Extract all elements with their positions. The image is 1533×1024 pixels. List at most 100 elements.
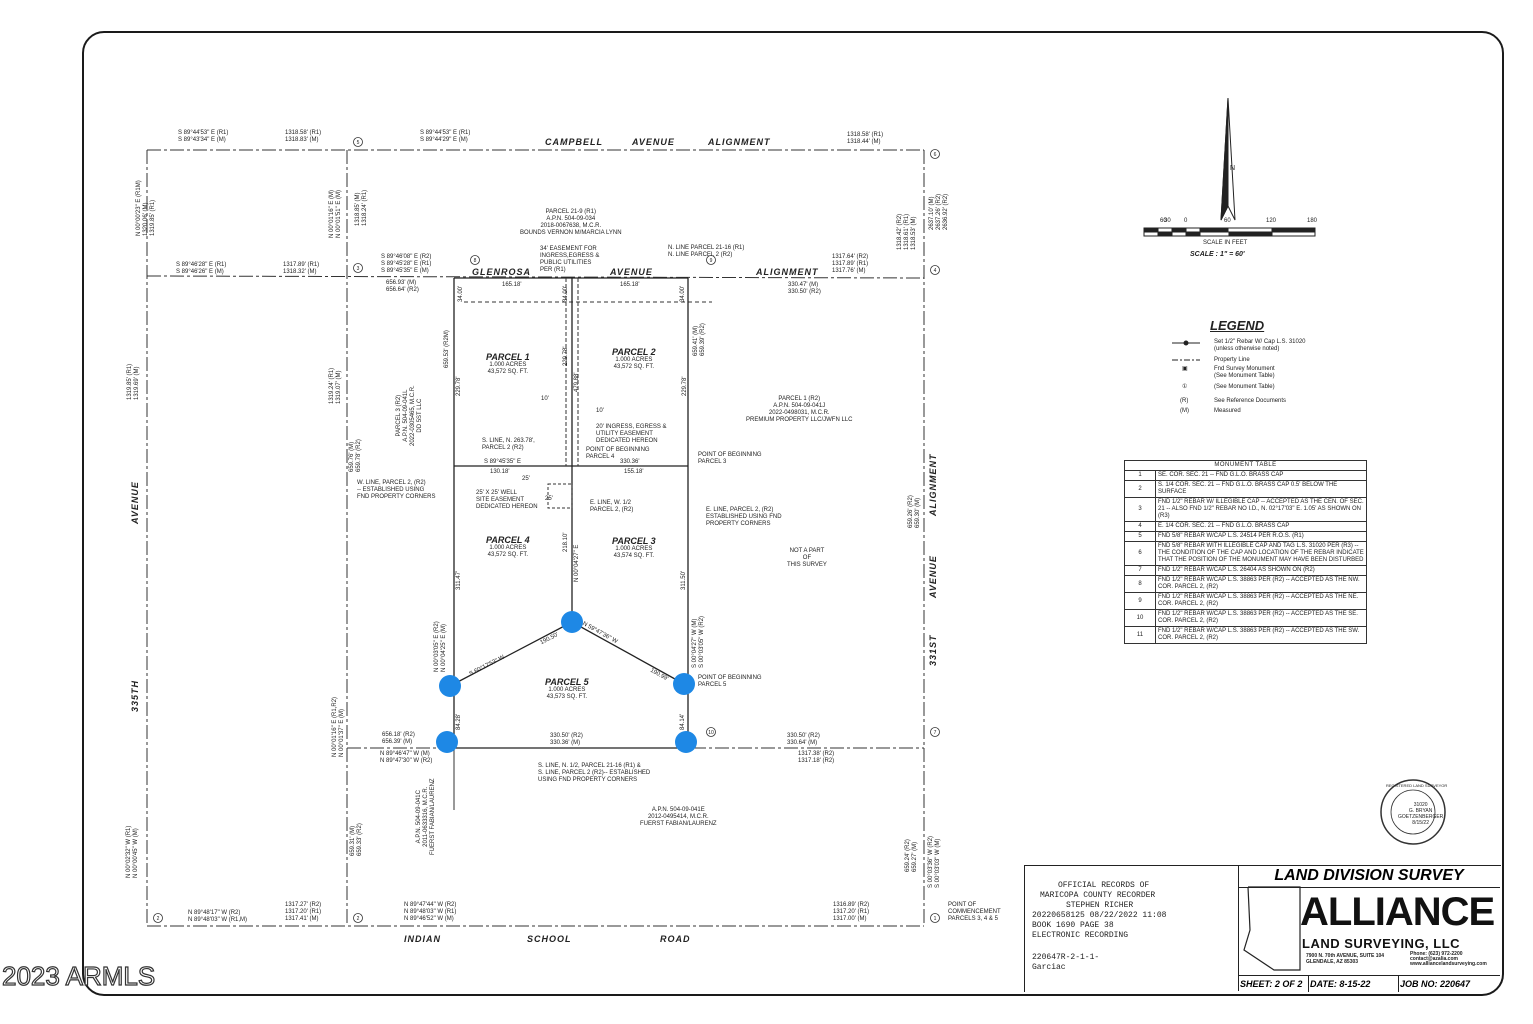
bearing-p3-right: S 00°04'27" W (M)S 00°03'05" W (R2) — [692, 615, 705, 668]
monument-marker — [153, 913, 163, 923]
monument-marker-label: 1 — [934, 916, 937, 922]
dim-10-b: 10' — [596, 408, 604, 414]
bearing-mid-center: S 89°46'08" E (R2)S 89°45'28" E (R1)S 89… — [381, 254, 432, 274]
legend-item-reference: See Reference Documents — [1214, 398, 1287, 404]
monument-number: 6 — [1124, 541, 1156, 566]
bearing-south-left: N 89°48'17" W (R2)N 89°48'03" W (R1,M) — [188, 910, 248, 923]
scale-tick-120: 120 — [1266, 218, 1277, 224]
parcel-3-label: PARCEL 3 1.000 ACRES 43,574 SQ. FT. — [612, 536, 656, 559]
scale-ratio: SCALE : 1" = 60' — [1190, 251, 1245, 258]
distance-south-left: 1317.27' (R2)1317.20' (R1)1317.41' (M) — [285, 902, 322, 922]
scale-label: SCALE IN FEET — [1203, 240, 1248, 246]
dim-bearing: S 89°45'35" E — [484, 459, 522, 465]
road-glenrosa: GLENROSA — [472, 267, 532, 277]
monument-marker — [353, 913, 363, 923]
dim-130: 130.18' — [490, 469, 510, 475]
distance-bottom-right: 330.50' (R2)330.64' (M) — [787, 733, 820, 746]
dim-229-c: 229.78' — [682, 376, 688, 397]
monument-description: E. 1/4 COR. SEC. 21 -- FND G.L.O. BRASS … — [1155, 521, 1367, 532]
scale-tick-60: 60 — [1224, 218, 1231, 224]
north-arrow — [1220, 97, 1236, 221]
monument-number: 8 — [1124, 575, 1156, 593]
dim-east-top: 1318.42' (R2)1318.61' (R1)1318.53' (M) — [897, 213, 917, 250]
dim-165-b: 165.18' — [620, 282, 640, 288]
recording-line-2: MARICOPA COUNTY RECORDER — [1040, 891, 1156, 900]
note-w-line: W. LINE, PARCEL 2, (R2)-- ESTABLISHED US… — [357, 480, 436, 500]
road-331st: 331ST — [928, 634, 938, 666]
parcel-1-label: PARCEL 1 1.000 ACRES 43,572 SQ. FT. — [486, 352, 530, 375]
recording-user: Garciac — [1032, 963, 1066, 972]
distance-mid-right-2: 330.47' (M)330.50' (R2) — [788, 282, 821, 295]
dim-west-low: N 00°01'16" E (R1,R2)N 00°01'37" E (M) — [332, 696, 345, 757]
monument-marker-label: 10 — [708, 730, 714, 736]
distance-top-right: 1318.58' (R1)1318.44' (M) — [847, 132, 884, 145]
monument-description: SE. COR. SEC. 21 -- FND G.L.O. BRASS CAP — [1155, 470, 1367, 481]
bearing-top-right: S 89°44'53" E (R1)S 89°44'29" E (M) — [420, 130, 471, 143]
watermark: 2023 ARMLS — [1, 960, 156, 991]
dim-34-b: 34.00' — [563, 285, 569, 302]
dim-east-bottom: 659.24' (R2)659.27' (M) — [905, 839, 918, 872]
sheet-date: DATE: 8-15-22 — [1308, 975, 1399, 992]
monument-marker — [930, 727, 940, 737]
distance-bottom-right-2: 1317.38' (R2)1317.18' (R2) — [798, 751, 835, 764]
highlight-dot — [436, 731, 458, 753]
alliance-logo: ALLIANCE — [1300, 890, 1495, 934]
dim-west-mid: 659.76' (M)659.78' (R2) — [349, 439, 362, 472]
monument-description: FND 1/2" REBAR W/CAP L.S. 38863 PER (R2)… — [1155, 626, 1367, 644]
bearing-n-center: N 00°04'27" E — [574, 544, 580, 582]
highlight-dot — [673, 673, 695, 695]
dim-330: 330.36' — [620, 459, 640, 465]
road-indian: INDIAN — [404, 934, 441, 944]
dim-229-b: 229.78' — [563, 346, 569, 367]
monument-number: 3 — [1124, 497, 1156, 522]
highlight-dot — [561, 611, 583, 633]
road-campbell-avenue: AVENUE — [632, 137, 675, 147]
legend-title: LEGEND — [1210, 318, 1265, 333]
monument-marker-label: 9 — [710, 258, 713, 264]
dim-1318-2: 1318.85' (M)1318.24' (R1) — [355, 189, 368, 226]
road-glenrosa-alignment: ALIGNMENT — [756, 267, 819, 277]
monument-marker — [930, 913, 940, 923]
dim-1318: N 00°01'16" E (M)N 00°01'51" E (M) — [329, 189, 342, 238]
legend-sym-monument-icon: ▣ — [1182, 366, 1188, 372]
legend-sym-m: (M) — [1180, 408, 1189, 414]
highlight-dot — [439, 675, 461, 697]
job-number: JOB NO: 220647 — [1398, 975, 1500, 992]
dim-1320: N 00°00'23" E (R1M)1320.06' (M)1319.85' … — [136, 180, 156, 236]
legend-item-property-line: Property Line — [1214, 357, 1250, 363]
north-label: N — [1230, 165, 1236, 172]
legend-item-monument: Fnd Survey Monument(See Monument Table) — [1214, 366, 1275, 379]
road-road: ROAD — [660, 934, 691, 944]
dim-west-bottom-2: 659.31' (M)659.33' (R2) — [350, 823, 363, 856]
distance-parcel-5-bottom: 330.50' (R2)330.36' (M) — [550, 733, 583, 746]
monument-description: FND 1/2" REBAR W/ ILLEGIBLE CAP -- ACCEP… — [1155, 497, 1367, 522]
road-331-alignment: ALIGNMENT — [928, 453, 938, 517]
recording-line-6: ELECTRONIC RECORDING — [1032, 931, 1129, 940]
distance-top-left: 1318.58' (R1)1318.83' (M) — [285, 130, 322, 143]
monument-number: 7 — [1124, 565, 1156, 576]
dim-659-a: 659.53' (R2M) — [444, 330, 450, 368]
legend-sym-r: (R) — [1180, 398, 1189, 404]
dim-165-a: 165.18' — [502, 282, 522, 288]
recording-id: 220647R-2-1-1- — [1032, 953, 1100, 962]
monument-description: FND 1/2" REBAR W/CAP L.S. 38863 PER (R2)… — [1155, 592, 1367, 610]
monument-number: 1 — [1124, 470, 1156, 481]
monument-description: FND 1/2" REBAR W/CAP L.S. 26404 AS SHOWN… — [1155, 565, 1367, 576]
bearing-p4-left: N 00°03'05" E (R2)N 00°04'25" E (M) — [434, 621, 447, 672]
monument-marker-label: 7 — [934, 730, 937, 736]
monument-marker-label: 4 — [934, 268, 937, 274]
note-e-line-2: E. LINE, PARCEL 2, (R2)ESTABLISHED USING… — [706, 507, 782, 527]
